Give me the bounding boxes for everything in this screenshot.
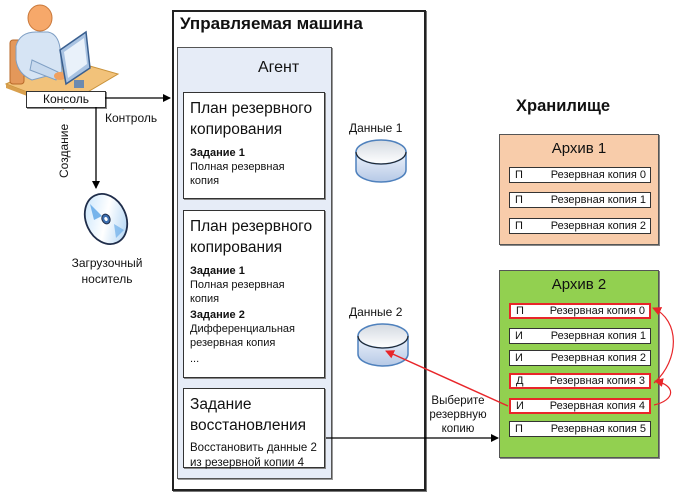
backup-type: И	[515, 330, 523, 342]
recovery-description: Восстановить данные 2 из резервной копии…	[190, 441, 324, 471]
backup-name: Резервная копия 0	[550, 169, 646, 181]
boot-media-label: Загрузочный носитель	[62, 255, 152, 287]
backup-plan-1[interactable]: План резервного копирования Задание 1 По…	[183, 92, 325, 199]
console-box[interactable]: Консоль	[26, 91, 106, 108]
backup-name: Резервная копия 4	[549, 400, 645, 412]
data-1-label: Данные 1	[349, 121, 403, 135]
recovery-task-title: Задание восстановления	[190, 394, 324, 436]
recovery-description-line1: Восстановить данные 2	[190, 442, 317, 454]
select-backup-label: Выберите резервную копию	[420, 394, 496, 436]
recovery-title-line1: Задание	[190, 396, 252, 413]
backup-type: И	[515, 352, 523, 364]
database-icon[interactable]	[356, 322, 410, 370]
boot-media-label-line2: носитель	[81, 272, 133, 286]
task-description-line2: копия	[190, 175, 220, 187]
control-label: Контроль	[105, 111, 158, 125]
task-name: Задание 2	[190, 309, 245, 321]
backup-type: П	[516, 305, 524, 317]
cd-disc-icon	[83, 193, 129, 245]
backup-item[interactable]: П Резервная копия 5	[509, 421, 651, 437]
boot-media-label-line1: Загрузочный	[71, 256, 143, 270]
agent-title: Агент	[258, 59, 300, 76]
storage-title: Хранилище	[516, 97, 611, 115]
plan-title: План резервного копирования	[190, 98, 324, 140]
task-description-line1: Полная резервная	[190, 279, 285, 291]
archive-1[interactable]: Архив 1 П Резервная копия 0 П Резервная …	[499, 134, 659, 245]
task-description-line2: копия	[190, 293, 220, 305]
create-label: Создание	[57, 123, 71, 178]
archive-title: Архив 1	[551, 140, 607, 157]
backup-item[interactable]: П Резервная копия 1	[509, 192, 651, 208]
backup-type: П	[515, 194, 523, 206]
backup-name: Резервная копия 2	[550, 352, 646, 364]
ellipsis: ...	[190, 353, 200, 365]
select-backup-line2: резервную	[429, 409, 487, 421]
archive-2[interactable]: Архив 2 П Резервная копия 0 И Резервная …	[499, 270, 659, 458]
backup-type: П	[515, 220, 523, 232]
select-backup-line1: Выберите	[431, 395, 485, 407]
archive-title: Архив 2	[551, 276, 607, 293]
backup-plan-2[interactable]: План резервного копирования Задание 1 По…	[183, 210, 325, 378]
backup-name: Резервная копия 2	[550, 220, 646, 232]
backup-item-highlighted[interactable]: Д Резервная копия 3	[509, 373, 651, 389]
plan-title: План резервного копирования	[190, 216, 324, 258]
backup-item[interactable]: П Резервная копия 2	[509, 218, 651, 234]
recovery-title-line2: восстановления	[190, 417, 307, 434]
console-label: Консоль	[42, 92, 90, 106]
backup-item-highlighted[interactable]: П Резервная копия 0	[509, 303, 651, 319]
select-backup-line3: копию	[441, 423, 475, 435]
backup-name: Резервная копия 1	[550, 194, 646, 206]
database-icon[interactable]	[354, 138, 408, 186]
backup-type: П	[515, 423, 523, 435]
backup-type: Д	[516, 375, 524, 387]
backup-type: И	[516, 400, 524, 412]
backup-item[interactable]: И Резервная копия 2	[509, 350, 651, 366]
task-description-line2: резервная копия	[190, 337, 276, 349]
plan-title-line1: План резервного	[190, 218, 313, 235]
plan-title-line1: План резервного	[190, 100, 313, 117]
managed-machine-title: Управляемая машина	[180, 14, 363, 33]
backup-name: Резервная копия 3	[549, 375, 645, 387]
task-name: Задание 1	[190, 265, 245, 277]
backup-name: Резервная копия 1	[550, 330, 646, 342]
recovery-description-line2: из резервной копии 4	[190, 457, 305, 469]
backup-item-highlighted[interactable]: И Резервная копия 4	[509, 398, 651, 414]
recovery-task[interactable]: Задание восстановления Восстановить данн…	[183, 388, 325, 471]
data-2-label: Данные 2	[349, 305, 403, 319]
backup-name: Резервная копия 5	[550, 423, 646, 435]
task-name: Задание 1	[190, 147, 245, 159]
backup-type: П	[515, 169, 523, 181]
backup-name: Резервная копия 0	[549, 305, 645, 317]
plan-title-line2: копирования	[190, 121, 283, 138]
plan-title-line2: копирования	[190, 239, 283, 256]
task-description-line1: Дифференциальная	[190, 323, 295, 335]
backup-item[interactable]: И Резервная копия 1	[509, 328, 651, 344]
task-description-line1: Полная резервная	[190, 161, 285, 173]
backup-item[interactable]: П Резервная копия 0	[509, 167, 651, 183]
